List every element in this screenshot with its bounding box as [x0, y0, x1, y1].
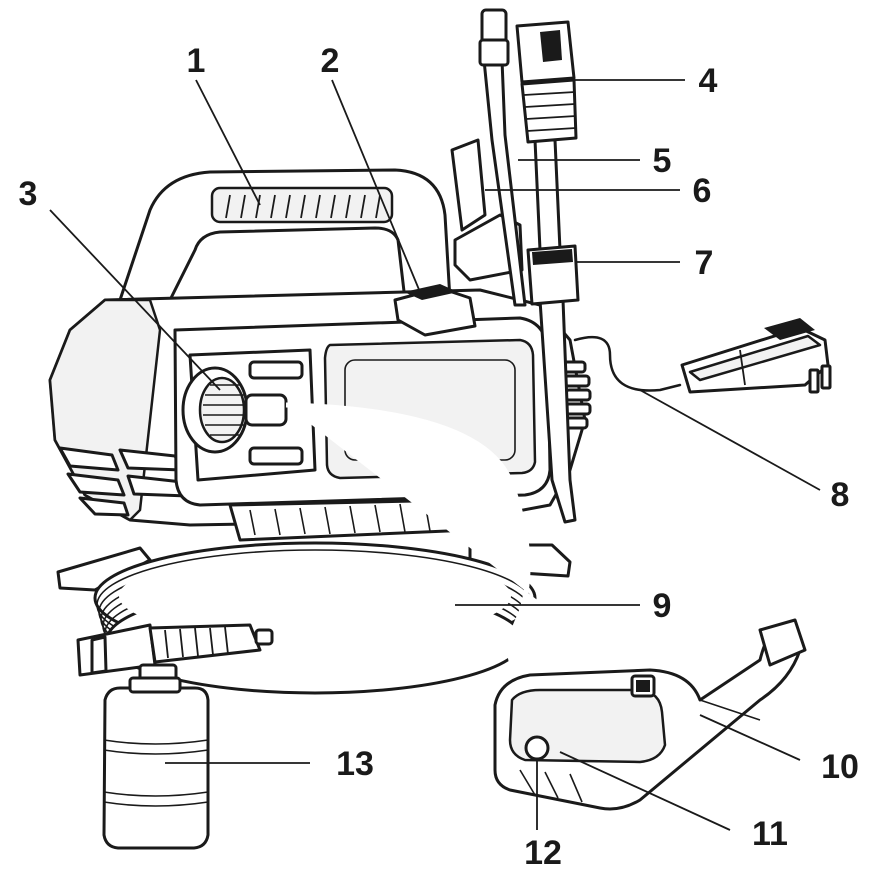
callout-12: 12 [524, 834, 562, 872]
right-side-ribs [561, 360, 592, 430]
hose-coil [93, 541, 537, 695]
leader-lines [49, 79, 821, 831]
leader-3 [49, 209, 221, 391]
leader-1 [195, 79, 261, 206]
callout-7: 7 [695, 244, 714, 282]
callout-5: 5 [653, 142, 672, 180]
callout-11: 11 [752, 815, 788, 853]
spray-lance [478, 8, 527, 307]
leader-11 [559, 751, 731, 831]
leader-8 [639, 389, 821, 491]
outlet-connector [181, 348, 317, 482]
foam-cannon [76, 623, 274, 850]
nozzle-lance [515, 20, 580, 524]
leader-10 [699, 714, 801, 761]
handle-grip-ribs [225, 194, 381, 219]
callout-3: 3 [19, 175, 38, 213]
callout-6: 6 [693, 172, 712, 210]
power-adapter [573, 318, 832, 394]
callout-13: 13 [336, 745, 374, 783]
spray-gun [493, 618, 807, 811]
callout-4: 4 [699, 62, 718, 100]
callout-2: 2 [321, 42, 340, 80]
callout-labels: 1 2 3 4 5 6 7 8 9 10 11 12 13 [19, 42, 859, 872]
leader-2 [331, 79, 421, 293]
callout-1: 1 [187, 42, 206, 80]
callout-8: 8 [831, 476, 850, 514]
callout-9: 9 [653, 587, 672, 625]
callout-10: 10 [821, 748, 859, 786]
